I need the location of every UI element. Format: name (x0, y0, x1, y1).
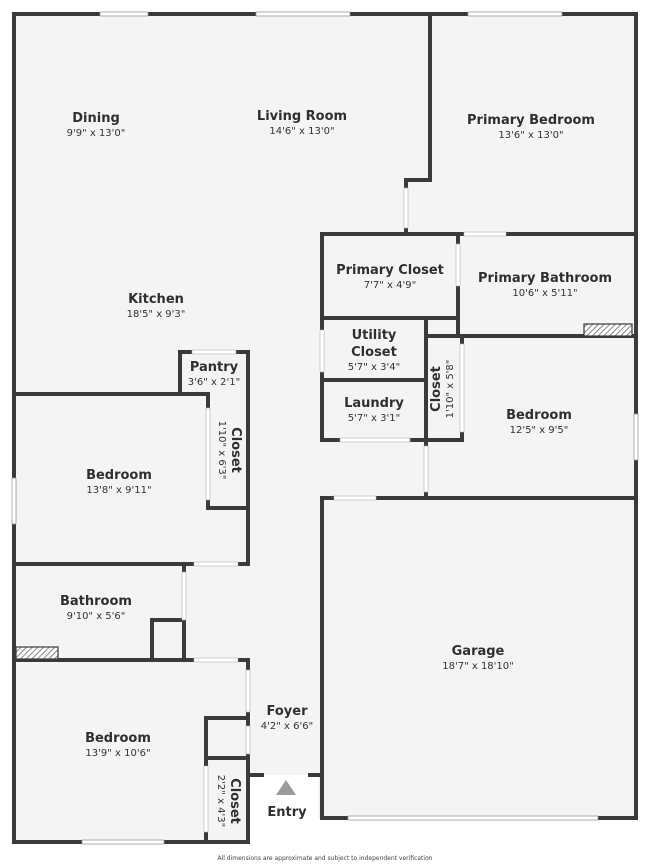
room-name-laundry: Laundry (344, 396, 404, 411)
hatched-fixture (15, 646, 59, 660)
room-dim-pantry: 3'6" x 2'1" (188, 377, 240, 388)
room-name-utility-closet-line1: Utility (352, 328, 397, 343)
room-dim-foyer: 4'2" x 6'6" (261, 721, 313, 732)
room-dim-bathroom: 9'10" x 5'6" (67, 611, 126, 622)
room-name-foyer: Foyer (267, 704, 309, 719)
room-dim-laundry: 5'7" x 3'1" (348, 413, 400, 424)
room-name-kitchen: Kitchen (128, 292, 184, 307)
door-opening (245, 669, 251, 713)
closet-labels-rotated: Closet 1'10" x 5'8" Closet 1'10" x 6'3" … (215, 360, 456, 828)
door-openings (181, 187, 507, 833)
window (11, 477, 17, 525)
room-dim-bedroom-right: 12'5" x 9'5" (510, 425, 569, 436)
door-opening (191, 349, 237, 355)
window (81, 839, 165, 845)
window (255, 11, 351, 17)
entry-arrow-icon (276, 780, 296, 795)
room-name-dining: Dining (72, 111, 120, 126)
room-name-closet-left-lower: Closet (227, 778, 242, 824)
room-dim-bedroom-left-lower: 13'9" x 10'6" (85, 748, 150, 759)
room-dim-utility-closet: 5'7" x 3'4" (348, 362, 400, 373)
door-opening (403, 187, 409, 229)
door-opening (455, 243, 461, 287)
garage-floor (322, 498, 636, 818)
room-name-bedroom-left-lower: Bedroom (85, 731, 151, 746)
room-dim-primary-bathroom: 10'6" x 5'11" (512, 288, 577, 299)
room-dim-closet-right: 1'10" x 5'8" (445, 360, 456, 419)
room-dim-dining: 9'9" x 13'0" (67, 128, 126, 139)
door-opening (203, 765, 209, 833)
room-name-living-room: Living Room (257, 109, 347, 124)
door-opening (193, 561, 239, 567)
room-dim-closet-left-lower: 2'2" x 4'3" (215, 775, 226, 827)
room-dim-bedroom-left-upper: 13'8" x 9'11" (86, 485, 151, 496)
window (633, 413, 639, 461)
room-dim-kitchen: 18'5" x 9'3" (127, 309, 186, 320)
windows (11, 11, 639, 845)
door-opening (463, 231, 507, 237)
room-name-garage: Garage (452, 644, 505, 659)
room-dim-primary-bedroom: 13'6" x 13'0" (498, 130, 563, 141)
door-opening (339, 437, 411, 443)
floor-fills (14, 14, 636, 842)
room-name-primary-bedroom: Primary Bedroom (467, 113, 595, 128)
door-opening (423, 445, 429, 493)
hatched-fixture (583, 323, 633, 337)
disclaimer-footer: All dimensions are approximate and subje… (217, 855, 433, 862)
house-floor (14, 14, 636, 842)
room-name-primary-closet: Primary Closet (336, 263, 444, 278)
window (347, 815, 599, 821)
room-name-bedroom-right: Bedroom (506, 408, 572, 423)
door-opening (193, 657, 239, 663)
room-name-bedroom-left-upper: Bedroom (86, 468, 152, 483)
room-name-primary-bathroom: Primary Bathroom (478, 271, 612, 286)
room-name-bathroom: Bathroom (60, 594, 132, 609)
door-opening (459, 343, 465, 433)
room-dim-closet-left-upper: 1'10" x 6'3" (216, 421, 227, 480)
room-labels: Dining 9'9" x 13'0" Living Room 14'6" x … (60, 109, 612, 820)
door-opening (333, 495, 377, 501)
room-dim-living-room: 14'6" x 13'0" (269, 126, 334, 137)
door-opening (181, 571, 187, 621)
door-opening (319, 329, 325, 373)
entry-label: Entry (267, 805, 307, 820)
room-dim-primary-closet: 7'7" x 4'9" (364, 280, 416, 291)
window (467, 11, 563, 17)
room-name-closet-left-upper: Closet (228, 427, 243, 473)
door-opening (205, 407, 211, 501)
room-name-pantry: Pantry (190, 360, 239, 375)
room-dim-garage: 18'7" x 18'10" (442, 661, 514, 672)
room-name-closet-right: Closet (429, 366, 444, 412)
room-name-utility-closet-line2: Closet (351, 345, 397, 360)
window (99, 11, 149, 17)
door-opening (245, 725, 251, 755)
